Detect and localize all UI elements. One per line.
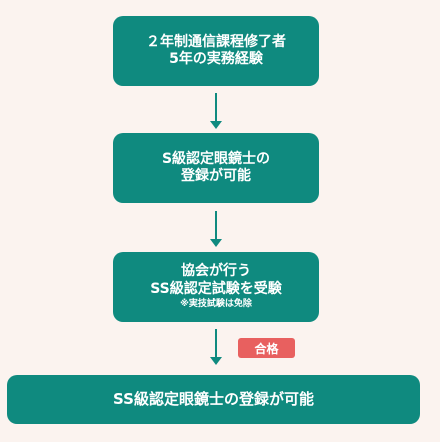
down-arrow-icon bbox=[207, 93, 225, 129]
step-1-line-2: 5年の実務経験 bbox=[169, 51, 263, 67]
step-box-ss-class-exam: 協会が行う SS級認定試験を受験 ※実技試験は免除 bbox=[113, 252, 319, 322]
step-3-line-1: 協会が行う bbox=[181, 263, 251, 280]
step-3-note: ※実技試験は免除 bbox=[180, 299, 252, 310]
pass-badge: 合格 bbox=[238, 338, 295, 358]
step-2-line-1: S級認定眼鏡士の bbox=[161, 150, 271, 167]
down-arrow-icon bbox=[207, 329, 225, 365]
final-result-text: SS級認定眼鏡士の登録が可能 bbox=[113, 390, 314, 409]
down-arrow-icon bbox=[207, 211, 225, 247]
step-box-s-class-registration: S級認定眼鏡士の 登録が可能 bbox=[113, 133, 319, 203]
step-1-line-1: ２年制通信課程修了者 bbox=[146, 33, 286, 50]
step-3-line-2: SS級認定試験を受験 bbox=[150, 280, 282, 297]
final-result-box: SS級認定眼鏡士の登録が可能 bbox=[7, 375, 420, 424]
step-2-line-2: 登録が可能 bbox=[181, 168, 251, 184]
step-box-requirement: ２年制通信課程修了者 5年の実務経験 bbox=[113, 16, 319, 86]
